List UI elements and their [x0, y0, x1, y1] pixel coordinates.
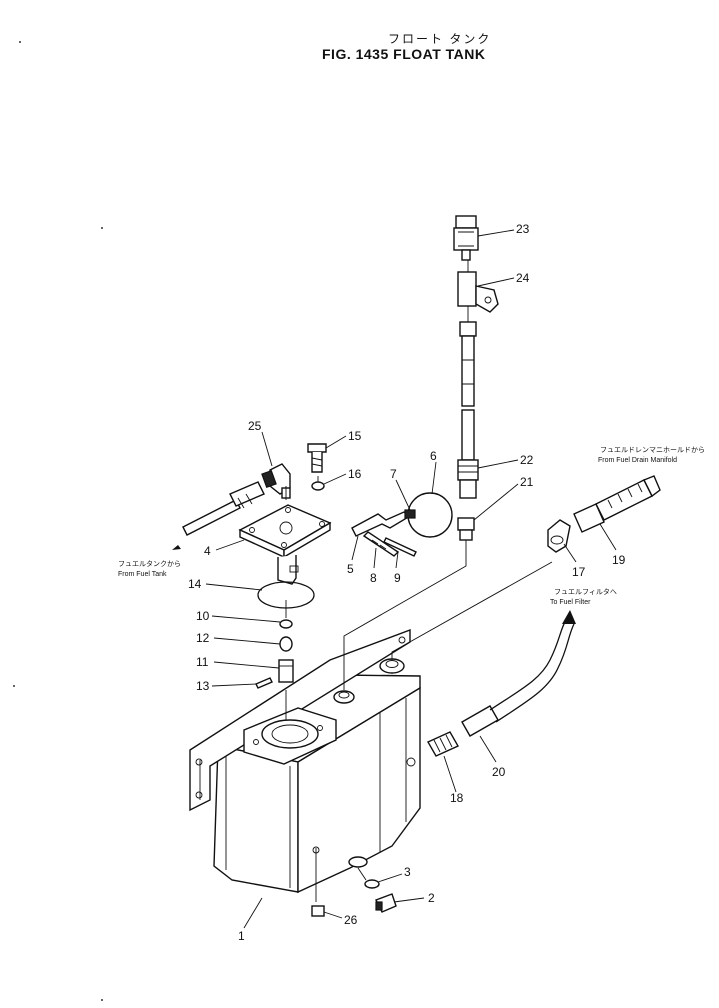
- callout-10: 10: [196, 609, 210, 623]
- callout-25: 25: [248, 419, 262, 433]
- callout-13: 13: [196, 679, 210, 693]
- nut-23: [453, 215, 479, 261]
- callout-20: 20: [492, 765, 506, 779]
- callout-18: 18: [450, 791, 464, 805]
- seal-10: [279, 619, 293, 629]
- callout-3: 3: [404, 865, 411, 879]
- connector-18: [427, 731, 459, 757]
- callout-8: 8: [370, 571, 377, 585]
- callout-9: 9: [394, 571, 401, 585]
- elbow-17: [547, 519, 571, 553]
- callout-leaders: [205, 229, 617, 929]
- leader-lines: [285, 260, 553, 902]
- note-to-filter-en: To Fuel Filter: [550, 599, 591, 606]
- callout-21: 21: [520, 475, 534, 489]
- callout-4: 4: [204, 544, 211, 558]
- callout-17: 17: [572, 565, 586, 579]
- note-from-tank-en: From Fuel Tank: [118, 571, 167, 578]
- note-from-drain-jp: フュエルドレンマニホールドから: [600, 446, 705, 454]
- hose-to-fuel-filter: [461, 610, 576, 737]
- callout-26: 26: [344, 913, 358, 927]
- callout-numbers: 23 24 22 21 6 7 15 16 25 4 14 10 12 11 1…: [188, 222, 626, 943]
- pin-13: [255, 677, 273, 689]
- hose-assembly-22: [457, 321, 479, 499]
- callout-19: 19: [612, 553, 626, 567]
- callout-1: 1: [238, 929, 245, 943]
- bolt-15: [307, 443, 327, 473]
- callout-2: 2: [428, 891, 435, 905]
- float-arm: [351, 509, 417, 557]
- note-to-filter-jp: フュエルフィルタへ: [554, 587, 617, 596]
- plug-2: [375, 893, 397, 913]
- callout-6: 6: [430, 449, 437, 463]
- callout-16: 16: [348, 467, 362, 481]
- note-from-tank-jp: フュエルタンクから: [118, 559, 181, 568]
- washer-3: [364, 879, 380, 889]
- callout-14: 14: [188, 577, 202, 591]
- figure-title-japanese: フロート タンク: [388, 32, 492, 46]
- bracket-24: [457, 271, 499, 313]
- washer-16: [311, 481, 325, 491]
- callout-11: 11: [196, 655, 209, 669]
- callout-24: 24: [516, 271, 530, 285]
- plug-12: [279, 636, 293, 652]
- callout-12: 12: [196, 631, 210, 645]
- float-tank-body: [189, 628, 421, 894]
- callout-23: 23: [516, 222, 530, 236]
- scan-specks: [13, 41, 103, 1001]
- cover-plate: [238, 504, 332, 585]
- hose-from-drain-manifold: [573, 475, 661, 533]
- callout-7: 7: [390, 467, 397, 481]
- callout-5: 5: [347, 562, 354, 576]
- connector-21: [457, 517, 475, 541]
- callout-22: 22: [520, 453, 534, 467]
- hose-from-fuel-tank: [172, 481, 265, 550]
- note-from-drain-en: From Fuel Drain Manifold: [598, 457, 677, 464]
- plug-26: [311, 905, 325, 917]
- callout-15: 15: [348, 429, 362, 443]
- flow-notes: フュエルタンクから From Fuel Tank フュエルフィルタへ To Fu…: [118, 446, 705, 606]
- fitting-11: [278, 659, 294, 683]
- figure-title: FIG. 1435 FLOAT TANK: [322, 46, 486, 62]
